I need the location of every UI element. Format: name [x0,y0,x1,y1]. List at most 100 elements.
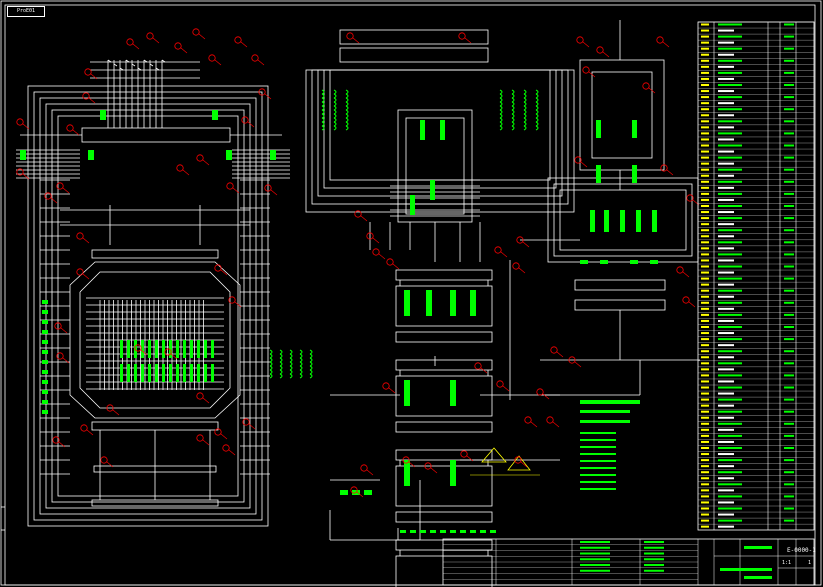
component [470,290,476,316]
callout-leader [220,433,228,440]
component [197,340,200,358]
coil-segment [269,349,273,355]
parts-row-text [718,471,742,474]
coil-segment [321,101,325,107]
component [204,364,207,382]
parts-row-index [701,416,709,419]
coil-segment [499,113,503,119]
callout-leader [62,187,70,194]
callout-leader [588,71,596,78]
parts-row-text [718,114,734,117]
callout-balloon [196,392,204,400]
parts-row-text [718,235,734,238]
coil-segment [511,109,515,115]
parts-row-index [701,453,709,456]
parts-row-index [701,362,709,365]
parts-row-text [718,283,734,286]
parts-row-text [718,77,734,80]
parts-row-index [701,374,709,377]
coil-segment [321,109,325,115]
parts-row-text [784,192,794,195]
callout-leader [666,169,674,176]
component [169,340,172,358]
coil-segment [535,97,539,103]
coil-segment [333,109,337,115]
parts-row-text [784,447,794,449]
component [580,474,616,476]
parts-row-text [718,319,734,322]
coil-segment [321,97,325,103]
ground-symbol [481,447,507,463]
callout-balloon [546,416,554,424]
component [42,330,48,334]
component [212,110,218,120]
outline [574,299,666,311]
callout-balloon [44,192,52,200]
coil-segment [299,373,303,379]
parts-row-index [701,507,709,510]
coil-segment [499,105,503,111]
component [226,150,232,160]
outline [91,421,219,431]
callout-leader [22,123,30,130]
component [580,481,616,483]
wire [113,63,118,67]
callout-balloon [354,210,362,218]
parts-row-text [784,483,794,486]
callout-balloon [512,262,520,270]
callout-balloon [682,296,690,304]
parts-row-text [784,59,794,62]
coil-segment [345,109,349,115]
parts-row-text [784,241,794,244]
parts-row-text [784,326,794,328]
component [400,530,406,533]
parts-row-text [718,398,742,401]
title-company-name [744,576,772,579]
coil-segment [269,373,273,379]
callout-balloon [16,118,24,126]
callout-leader [228,449,236,456]
parts-row-index [701,344,709,347]
callout-leader [90,73,98,80]
callout-balloon [402,456,410,464]
callout-leader [662,41,670,48]
drawing-number: E-0000-1 [787,547,816,554]
parts-row-text [718,90,734,93]
component [580,432,616,434]
title-text-stub [580,558,610,561]
parts-row-index [701,495,709,498]
component [162,340,165,358]
parts-row-text [718,47,742,50]
parts-row-text [718,344,734,347]
coil-segment [523,113,527,119]
parts-row-index [701,205,709,207]
coil-segment [511,105,515,111]
callout-leader [82,237,90,244]
coil-segment [299,349,303,355]
parts-row-text [718,422,742,425]
coil-segment [535,121,539,127]
component [440,530,446,533]
parts-row-index [701,259,709,262]
coil-segment [523,89,527,95]
callout-balloon [568,356,576,364]
callout-leader [500,251,508,258]
parts-row-text [718,386,742,389]
component [480,530,486,533]
callout-balloon [494,246,502,254]
coil-segment [309,365,313,371]
callout-leader [270,189,278,196]
coil-segment [321,93,325,99]
parts-row-index [701,489,709,492]
callout-balloon [196,154,204,162]
parts-row-index [701,422,709,425]
coil-segment [309,357,313,363]
parts-row-text [784,23,794,26]
parts-row-text [718,247,734,250]
callout-leader [366,469,374,476]
outline [395,555,493,587]
callout-leader [356,491,364,498]
outline [395,331,493,343]
parts-row-index [701,41,709,44]
